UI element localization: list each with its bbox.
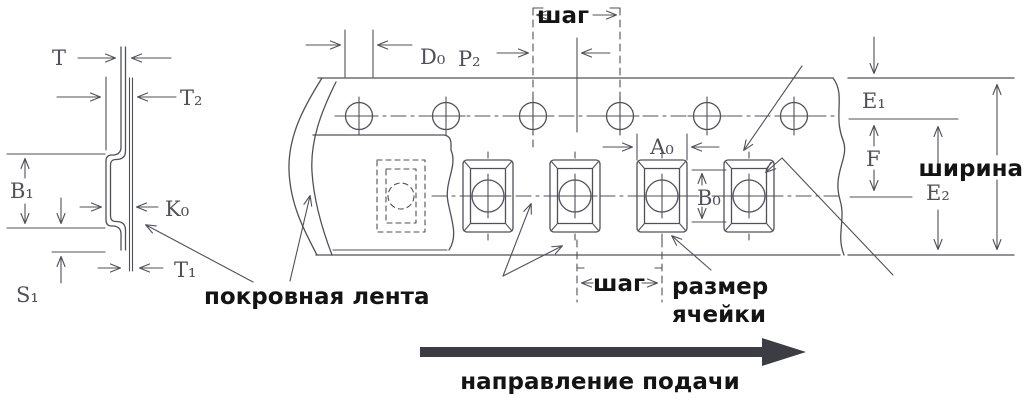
dim-B1: B₁ bbox=[10, 157, 34, 225]
pocket bbox=[723, 151, 775, 241]
cover-tape-plan-leader-arrow bbox=[289, 194, 313, 282]
dim-B0: B₀ bbox=[691, 169, 727, 223]
label-cell-size-line2: ячейки bbox=[672, 302, 766, 328]
pockets bbox=[462, 151, 775, 241]
dim-pitch-bottom: шаг bbox=[576, 239, 663, 303]
cover-tape-region bbox=[312, 134, 455, 251]
torn-edge-right bbox=[832, 77, 846, 256]
label-D0: D₀ bbox=[420, 45, 445, 69]
label-E1: E₁ bbox=[862, 89, 886, 113]
cover-tape-torn-edge bbox=[446, 149, 455, 251]
label-A0: A₀ bbox=[649, 135, 674, 159]
dim-A0: A₀ bbox=[602, 133, 720, 161]
label-pitch-top: шаг bbox=[537, 3, 589, 29]
label-T: T bbox=[52, 46, 66, 70]
dim-E1-F: E₁ F bbox=[862, 36, 886, 192]
sprocket-hole bbox=[339, 96, 379, 136]
feed-direction: направление подачи bbox=[420, 338, 806, 395]
label-cell-size-line1: размер bbox=[672, 274, 768, 300]
cover-removed-leader-arrows bbox=[502, 202, 563, 277]
label-B1: B₁ bbox=[10, 179, 34, 203]
pocket-cell-leader bbox=[765, 157, 894, 276]
label-T2: T₂ bbox=[180, 86, 202, 110]
sprocket-hole bbox=[774, 96, 814, 136]
dim-E2: E₂ bbox=[926, 125, 950, 251]
label-T1: T₁ bbox=[174, 258, 196, 282]
cover-tape-leader-arrow bbox=[145, 224, 254, 283]
pocket bbox=[549, 151, 601, 241]
label-P2: P₂ bbox=[458, 47, 481, 71]
label-feed-direction: направление подачи bbox=[460, 369, 740, 395]
pocket bbox=[462, 151, 514, 241]
label-width: ширина bbox=[918, 156, 1023, 182]
carrier-tape-profile-inner bbox=[109, 46, 127, 251]
label-K0: K₀ bbox=[165, 197, 189, 221]
label-F: F bbox=[866, 147, 881, 171]
pocket bbox=[636, 151, 688, 241]
label-S1: S₁ bbox=[16, 283, 39, 307]
dim-width: ширина bbox=[918, 83, 1023, 251]
dim-pitch-top: шаг bbox=[532, 3, 621, 153]
dim-S1: S₁ bbox=[16, 197, 66, 307]
sprocket-hole bbox=[687, 96, 727, 136]
pocket-leader-arrow bbox=[743, 65, 803, 151]
dim-T2: T₂ bbox=[56, 86, 202, 110]
dim-D0: D₀ bbox=[305, 29, 445, 78]
cell-size-leader-arrow bbox=[671, 235, 712, 271]
label-pitch-bottom: шаг bbox=[593, 271, 645, 297]
sprocket-hole bbox=[426, 96, 466, 136]
dim-K0: K₀ bbox=[79, 197, 189, 221]
label-B0: B₀ bbox=[697, 186, 721, 210]
carrier-tape-profile-outer bbox=[105, 46, 122, 251]
label-cover-tape: покровная лента bbox=[204, 284, 430, 310]
torn-edge-left-inner bbox=[311, 81, 337, 256]
dim-T1: T₁ bbox=[97, 258, 196, 282]
hidden-pocket bbox=[376, 159, 426, 233]
dim-T: T bbox=[52, 46, 172, 70]
feed-direction-arrow-icon bbox=[420, 338, 806, 366]
label-E2: E₂ bbox=[926, 181, 950, 205]
dim-P2: P₂ bbox=[458, 37, 611, 133]
torn-edge-left bbox=[288, 77, 323, 256]
cross-section-view: T T₂ B₁ K₀ S₁ T₁ bbox=[6, 46, 254, 307]
tape-plan-view: шаг D₀ P₂ A₀ bbox=[204, 3, 1023, 328]
